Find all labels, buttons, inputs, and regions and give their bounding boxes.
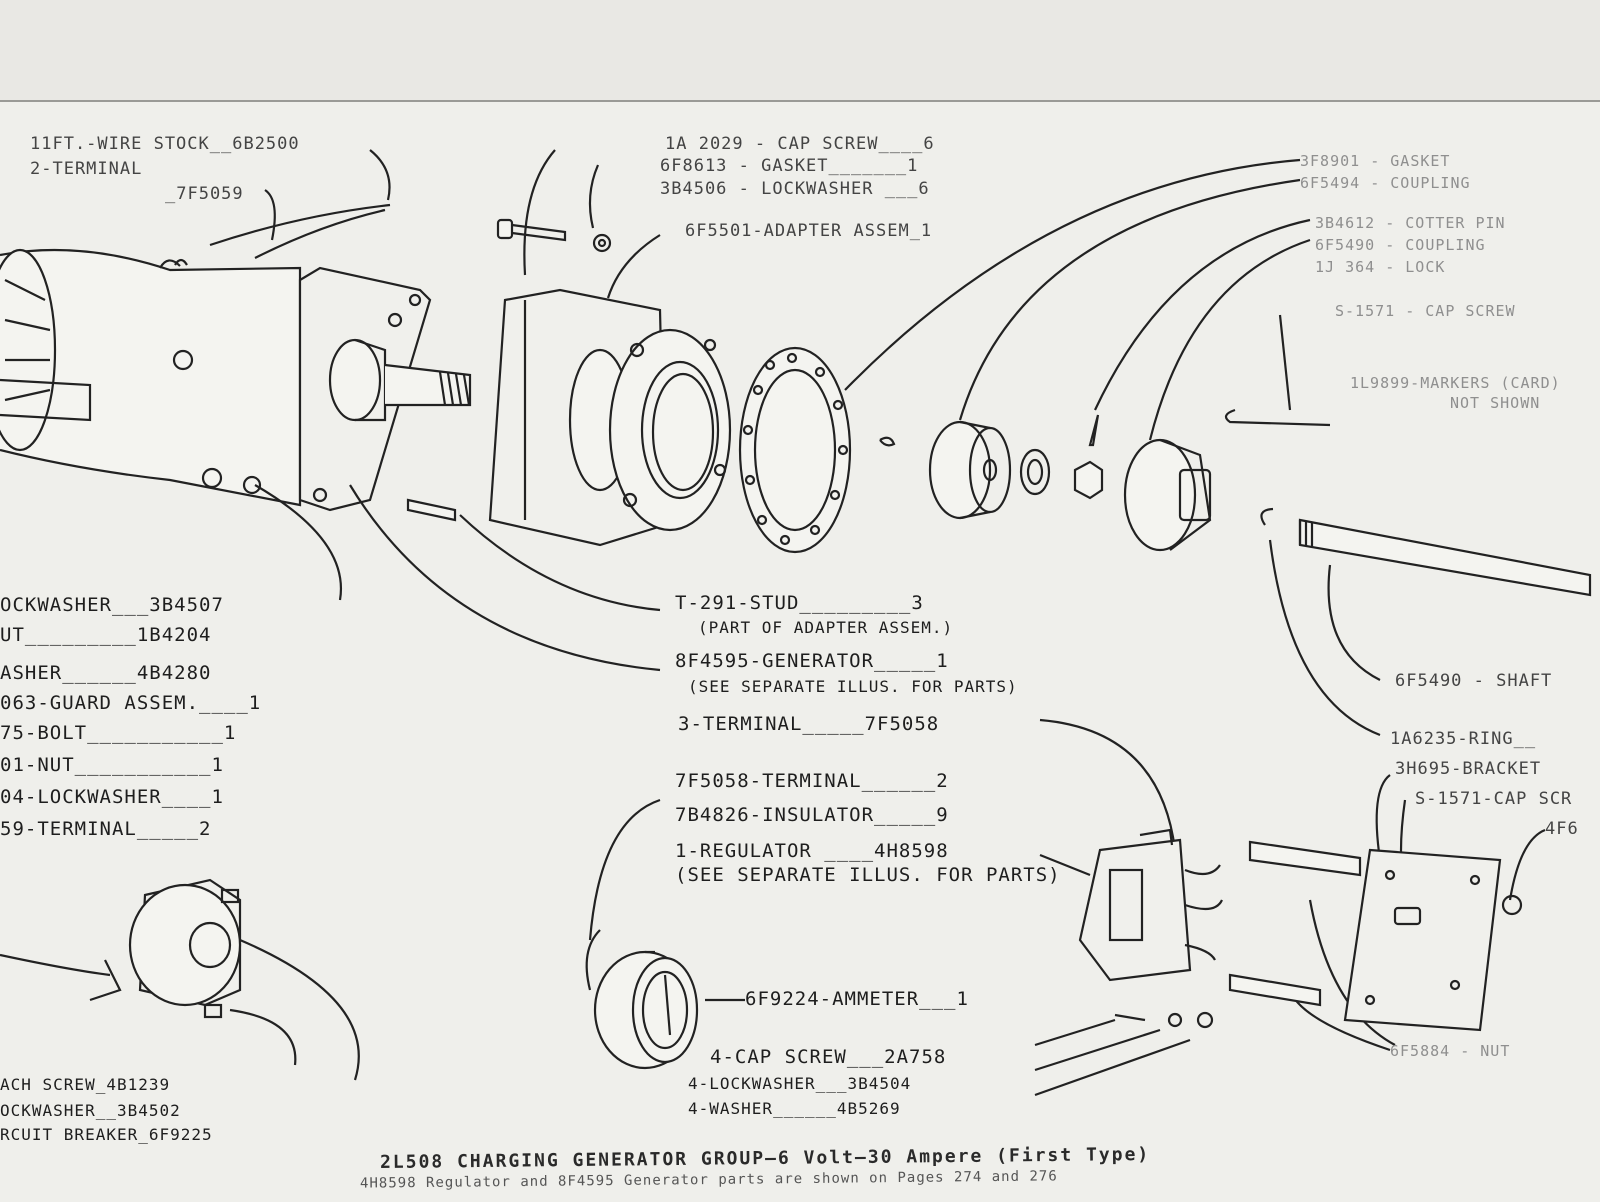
label-gasket-faded: 3F8901 - GASKET bbox=[1300, 152, 1451, 170]
label-regulator-note: (SEE SEPARATE ILLUS. FOR PARTS) bbox=[675, 864, 1061, 886]
label-gasket-6f8613: 6F8613 - GASKET_______1 bbox=[660, 156, 919, 176]
coupling-illustration bbox=[879, 178, 1592, 597]
label-ring: 1A6235-RING__ bbox=[1390, 729, 1537, 749]
bracket-illustration bbox=[1114, 840, 1523, 1032]
label-lockwasher-breaker: OCKWASHER__3B4502 bbox=[0, 1101, 181, 1120]
label-generator-note: (SEE SEPARATE ILLUS. FOR PARTS) bbox=[688, 677, 1018, 696]
generator-illustration bbox=[0, 248, 472, 512]
label-shaft: 6F5490 - SHAFT bbox=[1395, 671, 1553, 691]
label-terminal-3: 3-TERMINAL_____7F5058 bbox=[678, 713, 940, 735]
label-cap-screw-s1571: S-1571 - CAP SCREW bbox=[1335, 302, 1516, 320]
label-lock-faded: 1J 364 - LOCK bbox=[1315, 258, 1446, 276]
cap-screw-illustration bbox=[496, 149, 612, 276]
label-left-washer: ASHER______4B4280 bbox=[0, 662, 212, 684]
label-nut-right: 6F5884 - NUT bbox=[1390, 1042, 1511, 1060]
label-markers: 1L9899-MARKERS (CARD) bbox=[1350, 374, 1561, 392]
label-washer-4: 4-WASHER______4B5269 bbox=[688, 1099, 901, 1118]
regulator-illustration bbox=[1078, 828, 1223, 982]
label-left-lockwasher2: 04-LOCKWASHER____1 bbox=[0, 786, 224, 808]
label-terminal-7f5058: 7F5058-TERMINAL______2 bbox=[675, 770, 949, 792]
label-terminal-7f5059: _7F5059 bbox=[165, 184, 244, 204]
label-generator: 8F4595-GENERATOR_____1 bbox=[675, 650, 949, 672]
label-left-guard: 063-GUARD ASSEM.____1 bbox=[0, 692, 262, 714]
label-stud: T-291-STUD_________3 bbox=[675, 592, 924, 614]
adapter-assembly-illustration bbox=[406, 234, 732, 547]
label-left-nut: UT_________1B4204 bbox=[0, 624, 212, 646]
label-mach-screw: ACH SCREW_4B1239 bbox=[0, 1075, 171, 1094]
label-regulator: 1-REGULATOR ____4H8598 bbox=[675, 840, 949, 862]
label-cotter-pin-faded: 3B4612 - COTTER PIN bbox=[1315, 214, 1506, 232]
label-ammeter: 6F9224-AMMETER___1 bbox=[745, 988, 969, 1010]
ammeter-illustration bbox=[585, 929, 699, 1070]
gasket-illustration bbox=[738, 158, 1301, 554]
label-coupling-faded: 6F5494 - COUPLING bbox=[1300, 174, 1471, 192]
label-part-4f6: 4F6 bbox=[1545, 819, 1579, 839]
circuit-breaker-illustration bbox=[89, 878, 242, 1019]
label-cap-screw-right: S-1571-CAP SCR bbox=[1415, 789, 1573, 809]
label-markers-note: NOT SHOWN bbox=[1450, 394, 1541, 412]
label-coupling2-faded: 6F5490 - COUPLING bbox=[1315, 236, 1486, 254]
label-cap-screw-4: 4-CAP SCREW___2A758 bbox=[710, 1046, 947, 1068]
label-terminal-2: 2-TERMINAL bbox=[30, 159, 143, 179]
label-left-terminal: 59-TERMINAL_____2 bbox=[0, 818, 212, 840]
label-lockwasher-3b4506: 3B4506 - LOCKWASHER ___6 bbox=[660, 179, 930, 199]
label-cap-screw-1a2029: 1A 2029 - CAP SCREW____6 bbox=[665, 134, 935, 154]
label-lockwasher-4: 4-LOCKWASHER___3B4504 bbox=[688, 1074, 912, 1093]
label-wire-stock: 11FT.-WIRE STOCK__6B2500 bbox=[30, 134, 300, 154]
label-stud-note: (PART OF ADAPTER ASSEM.) bbox=[698, 618, 954, 637]
label-left-lockwasher: OCKWASHER___3B4507 bbox=[0, 594, 224, 616]
label-insulator: 7B4826-INSULATOR_____9 bbox=[675, 804, 949, 826]
wire-stock-illustration bbox=[209, 149, 391, 259]
label-bracket: 3H695-BRACKET bbox=[1395, 759, 1542, 779]
label-adapter-assem: 6F5501-ADAPTER ASSEM_1 bbox=[685, 221, 933, 241]
label-left-bolt: 75-BOLT___________1 bbox=[0, 722, 237, 744]
label-left-nut2: 01-NUT___________1 bbox=[0, 754, 224, 776]
label-circuit-breaker: RCUIT BREAKER_6F9225 bbox=[0, 1125, 213, 1144]
